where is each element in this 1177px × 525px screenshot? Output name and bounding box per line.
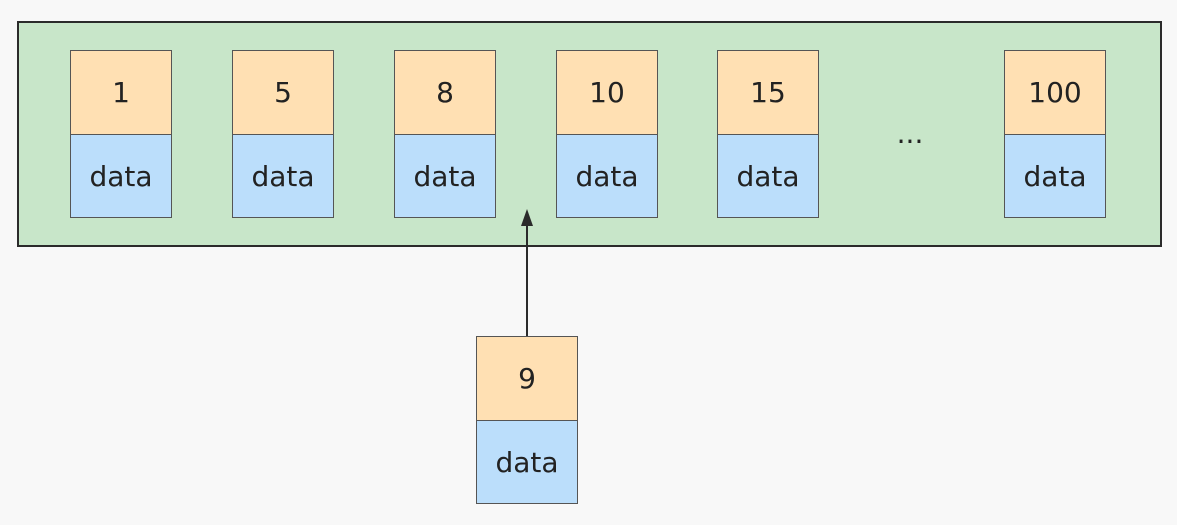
record-data: data (1005, 135, 1105, 217)
record-key: 8 (395, 51, 495, 135)
record-1: 1 data (70, 50, 172, 218)
record-key: 5 (233, 51, 333, 135)
new-record-9: 9 data (476, 336, 578, 504)
record-data: data (557, 135, 657, 217)
record-15: 15 data (717, 50, 819, 218)
record-data: data (395, 135, 495, 217)
record-data: data (233, 135, 333, 217)
record-5: 5 data (232, 50, 334, 218)
record-key: 1 (71, 51, 171, 135)
record-data: data (718, 135, 818, 217)
record-data: data (477, 421, 577, 503)
record-8: 8 data (394, 50, 496, 218)
record-key: 100 (1005, 51, 1105, 135)
record-100: 100 data (1004, 50, 1106, 218)
record-key: 9 (477, 337, 577, 421)
record-data: data (71, 135, 171, 217)
record-key: 10 (557, 51, 657, 135)
record-key: 15 (718, 51, 818, 135)
record-10: 10 data (556, 50, 658, 218)
ellipsis-label: ... (896, 117, 924, 150)
